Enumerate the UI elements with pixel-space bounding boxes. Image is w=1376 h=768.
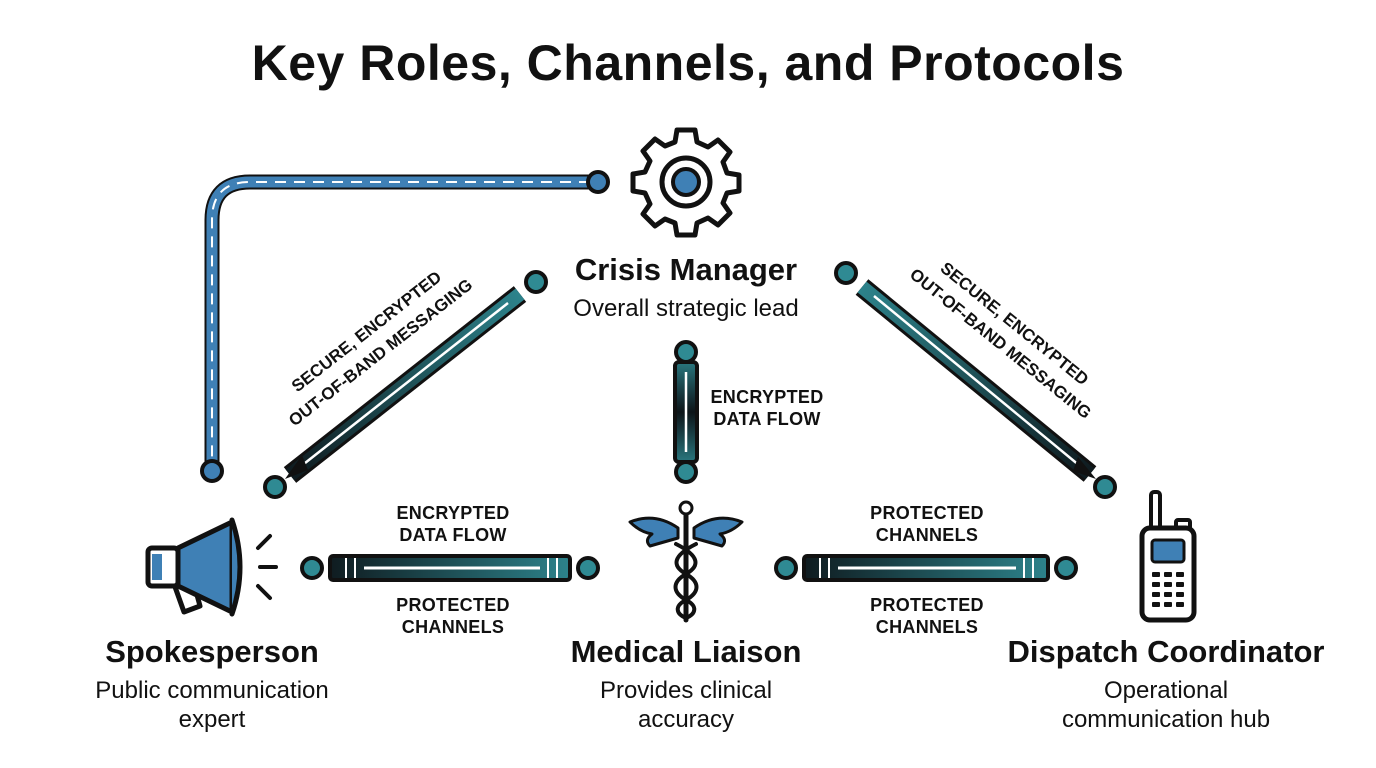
medical-liaison-desc-line1: Provides clinical (599, 677, 773, 704)
spokesperson-desc-line2: expert (178, 706, 246, 733)
left-horizontal-label-bottom: PROTECTED CHANNELS (370, 594, 536, 638)
dispatch-coordinator-name: Dispatch Coordinator (1007, 634, 1325, 669)
right-horizontal-label-bottom: PROTECTED CHANNELS (844, 594, 1010, 638)
right-horizontal-channel (774, 554, 1078, 582)
vertical-channel-label-line1: ENCRYPTED (710, 387, 824, 407)
right-horizontal-label-top: PROTECTED CHANNELS (844, 502, 1010, 546)
gear-icon (630, 127, 742, 238)
left-horizontal-label-top-line2: DATA FLOW (399, 525, 507, 545)
right-horizontal-label-top-line1: PROTECTED (870, 503, 984, 523)
dispatch-coordinator-desc: Operational communication hub (976, 676, 1356, 734)
right-horizontal-label-bottom-line2: CHANNELS (875, 617, 979, 637)
megaphone-icon (145, 517, 278, 617)
left-horizontal-label-top-line1: ENCRYPTED (396, 503, 510, 523)
spokesperson-desc: Public communication expert (62, 676, 362, 734)
left-diagonal-channel (263, 270, 548, 499)
medical-liaison-desc-line2: accuracy (637, 706, 735, 733)
left-horizontal-label-bottom-line1: PROTECTED (396, 595, 510, 615)
medical-liaison-desc: Provides clinical accuracy (536, 676, 836, 734)
vertical-channel (673, 340, 699, 484)
crisis-manager-name: Crisis Manager (574, 252, 798, 287)
spokesperson-name: Spokesperson (105, 634, 319, 669)
crisis-manager-desc: Overall strategic lead (573, 295, 799, 322)
medical-liaison-name: Medical Liaison (570, 634, 802, 669)
left-horizontal-channel (300, 554, 600, 582)
right-diagonal-channel (834, 261, 1117, 499)
vertical-channel-label: ENCRYPTED DATA FLOW (702, 386, 832, 430)
dispatch-coordinator-desc-line1: Operational (1103, 677, 1229, 704)
right-horizontal-label-top-line2: CHANNELS (875, 525, 979, 545)
left-horizontal-label-top: ENCRYPTED DATA FLOW (370, 502, 536, 546)
dispatch-coordinator-desc-line2: communication hub (1061, 706, 1271, 733)
page-title: Key Roles, Channels, and Protocols (251, 35, 1125, 91)
spokesperson-desc-line1: Public communication (95, 677, 329, 704)
left-horizontal-label-bottom-line2: CHANNELS (401, 617, 505, 637)
dashed-connector-spokesperson (200, 170, 610, 483)
right-horizontal-label-bottom-line1: PROTECTED (870, 595, 984, 615)
caduceus-icon (628, 500, 744, 623)
radio-icon (1139, 490, 1197, 623)
vertical-channel-label-line2: DATA FLOW (713, 409, 821, 429)
